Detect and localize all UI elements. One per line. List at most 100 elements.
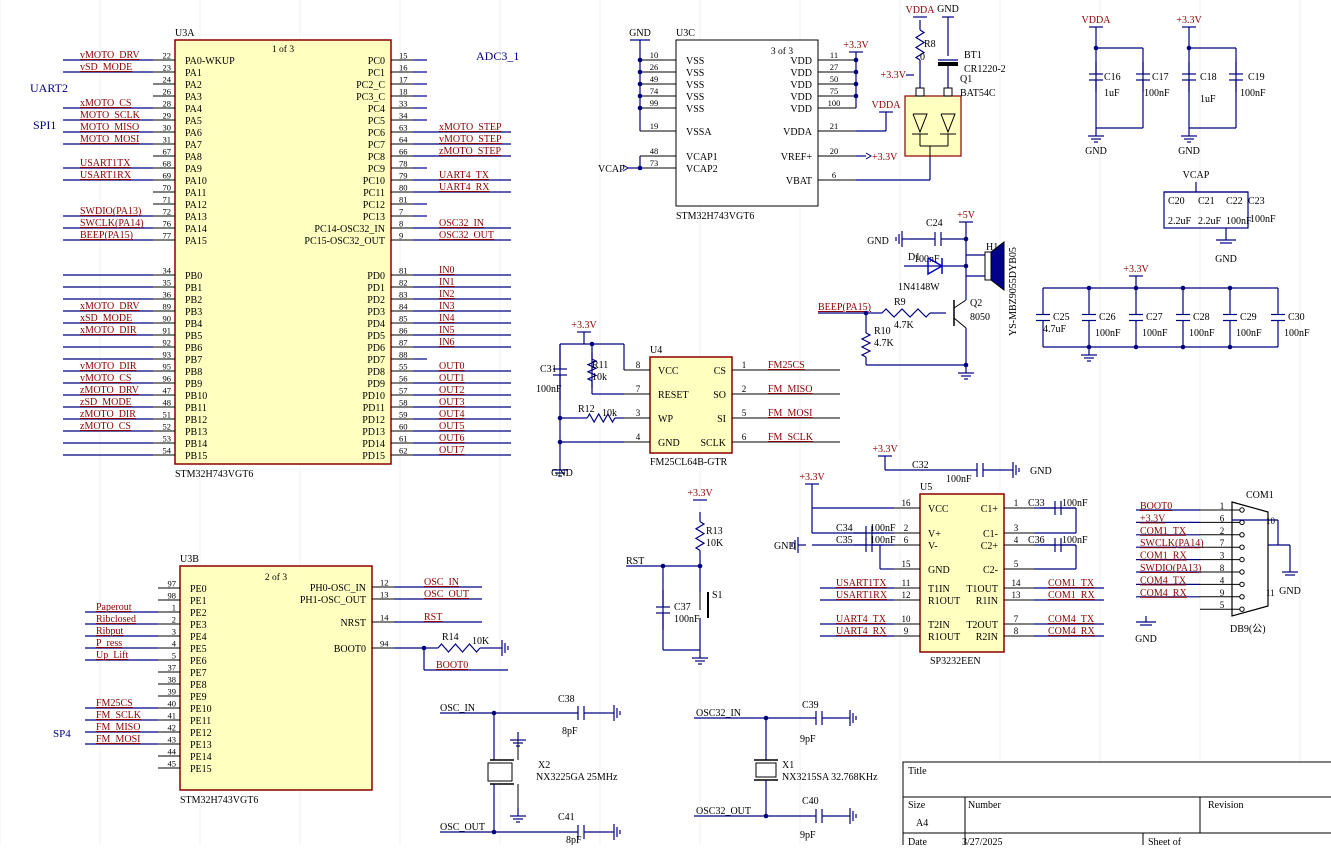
pin-number: 43 — [168, 735, 177, 745]
pin-name: VREF+ — [781, 152, 813, 163]
db9-pin — [1239, 569, 1245, 575]
net-label: xMOTO_DIR — [80, 325, 137, 336]
title-label: Title — [908, 766, 927, 777]
revision-label: Revision — [1208, 800, 1244, 811]
pin-name: VBAT — [786, 176, 812, 187]
db9-pin — [1239, 519, 1245, 526]
q2-ref: Q2 — [970, 298, 982, 309]
pin-name: PC7 — [368, 140, 385, 151]
pin-number: 74 — [650, 86, 659, 96]
pin-name: PD15 — [362, 451, 385, 462]
u5-ref: U5 — [920, 482, 932, 493]
net-label: xMOTO_CS — [80, 98, 132, 109]
pin-name: PA5 — [185, 116, 202, 127]
junction-dot — [1180, 285, 1186, 291]
vcap-label: VCAP — [598, 164, 625, 175]
pin-number: 23 — [163, 63, 172, 73]
pin-name: PB5 — [185, 331, 202, 342]
pin-number: 22 — [163, 51, 172, 61]
pin-name: V+ — [928, 529, 941, 540]
net-label: MOTO_SCLK — [80, 110, 141, 121]
c20-ref: C20 — [1168, 196, 1185, 207]
net-label: IN6 — [439, 337, 455, 348]
c24-val: 100nF — [914, 254, 940, 265]
pin-name: GND — [928, 565, 950, 576]
bt1-val: CR1220-2 — [964, 64, 1006, 75]
pin-number: 80 — [399, 183, 408, 193]
pin-number: 86 — [399, 326, 408, 336]
u3c-body — [675, 39, 819, 207]
pin-number: 2 — [1220, 526, 1225, 536]
pin-number: 93 — [163, 350, 172, 360]
junction-dot — [637, 81, 643, 87]
db9-shell — [1231, 501, 1269, 617]
net-label: IN5 — [439, 325, 455, 336]
pin-number: 16 — [399, 63, 408, 73]
pin-number: 62 — [399, 446, 408, 456]
pin-number: 78 — [399, 159, 408, 169]
pin-name: R1OUT — [928, 632, 960, 643]
net-label: OSC_IN — [424, 577, 459, 588]
pin-name: SCLK — [700, 438, 726, 449]
pin-name: PE9 — [190, 692, 207, 703]
pin-name: R2IN — [976, 632, 998, 643]
pin-name: R1OUT — [928, 596, 960, 607]
pin-number: 70 — [163, 183, 172, 193]
net-label: IN1 — [439, 277, 455, 288]
c34-ref: C34 — [836, 523, 853, 534]
power-port-label: +3.3V — [843, 40, 869, 51]
pin-number: 34 — [399, 111, 408, 121]
net-label: IN2 — [439, 289, 455, 300]
u3a-name: STM32H743VGT6 — [175, 469, 253, 480]
pin-number: 3 — [1014, 523, 1019, 533]
net-label: FM25CS — [96, 698, 133, 709]
pin-name: PE4 — [190, 632, 207, 643]
c32-val: 100nF — [946, 474, 972, 485]
pin-number: 8 — [1220, 563, 1225, 573]
d1-val: 1N4148W — [898, 282, 940, 293]
pin-name: PE12 — [190, 728, 212, 739]
u3b-body — [179, 565, 373, 791]
pin-number: 3 — [636, 408, 641, 418]
gnd-label: GND — [1215, 254, 1237, 265]
pin-name: PD6 — [367, 343, 385, 354]
pin-name: PA8 — [185, 152, 202, 163]
net-label: vSD_MODE — [80, 62, 132, 73]
db9-pin — [1239, 581, 1245, 588]
pin-name: PC2_C — [356, 80, 385, 91]
pin-number: 75 — [830, 86, 839, 96]
pin-name: PE11 — [190, 716, 211, 727]
port-arrow — [622, 164, 629, 172]
pin-number: 98 — [168, 591, 177, 601]
pin-number: 13 — [380, 590, 389, 600]
q1-pad — [915, 87, 925, 97]
pin-number: 57 — [399, 386, 408, 396]
pin-name: V- — [928, 541, 938, 552]
net-label: COM4_RX — [1048, 626, 1095, 637]
pin-number: 38 — [168, 675, 177, 685]
pin-number: 9 — [399, 231, 403, 241]
r11-val: 10k — [592, 372, 607, 383]
pin-number: 1 — [1220, 501, 1225, 511]
pin-name: VCC — [928, 504, 949, 515]
pin-number: 49 — [650, 74, 659, 84]
pin-name: PH0-OSC_IN — [310, 583, 366, 594]
c31-ref: C31 — [540, 364, 557, 375]
db9-pin — [1239, 556, 1245, 563]
buzzer-body — [984, 251, 992, 281]
pin-number: 6 — [904, 535, 909, 545]
pin-name: NRST — [340, 618, 366, 629]
pin-name: VSS — [686, 104, 704, 115]
pin-number: 8 — [636, 360, 641, 370]
spi1-label: SPI1 — [33, 118, 56, 132]
r8-ref: R8 — [924, 39, 936, 50]
pin-number: 59 — [399, 410, 408, 420]
junction-dot — [637, 57, 643, 63]
pin-number: 13 — [1012, 590, 1022, 600]
net-label: USART1TX — [80, 158, 131, 169]
pin-name: PE7 — [190, 668, 207, 679]
pin-number: 26 — [650, 62, 659, 72]
r10-val: 4.7K — [874, 338, 895, 349]
r14-val: 10K — [472, 636, 490, 647]
u3b-name: STM32H743VGT6 — [180, 795, 258, 806]
